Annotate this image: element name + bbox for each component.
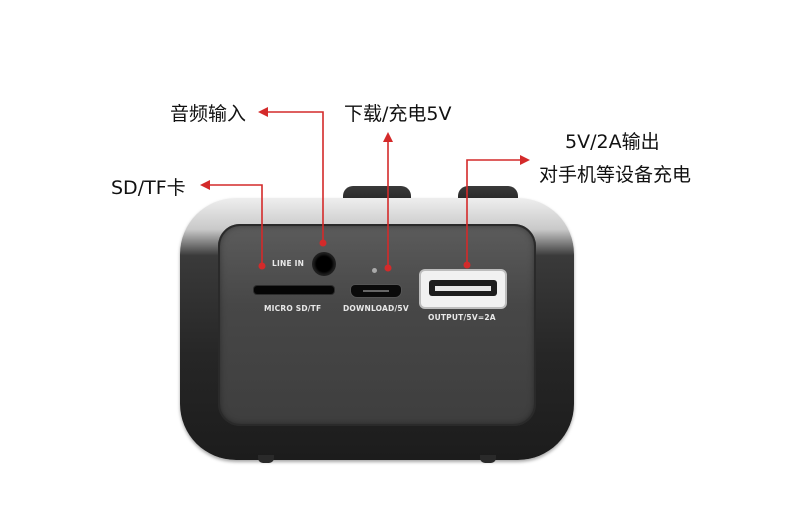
callout-audio-input: 音频输入 xyxy=(170,103,247,125)
output-label: OUTPUT/5V=2A xyxy=(428,313,496,322)
callout-dot-audio xyxy=(319,239,327,247)
download-label: DOWNLOAD/5V xyxy=(343,304,409,313)
callout-dot-output xyxy=(463,261,471,269)
callout-download-charge: 下载/充电5V xyxy=(344,103,452,125)
line-in-jack xyxy=(312,252,336,276)
callout-sd-tf: SD/TF卡 xyxy=(111,177,186,199)
arrowhead-sd xyxy=(200,180,210,190)
arrowhead-download xyxy=(383,132,393,142)
status-led xyxy=(372,268,377,273)
callout-output-line1: 5V/2A输出 xyxy=(565,131,660,153)
callout-line-output xyxy=(466,159,522,265)
micro-sd-slot xyxy=(254,286,334,294)
callout-output-line2: 对手机等设备充电 xyxy=(539,164,692,186)
micro-usb-port xyxy=(351,285,401,297)
device-foot-right xyxy=(480,455,496,463)
callout-line-audio xyxy=(266,111,324,243)
line-in-label: LINE IN xyxy=(272,259,305,268)
usb-a-port xyxy=(421,271,505,307)
arrowhead-audio xyxy=(258,107,268,117)
callout-dot-download xyxy=(384,264,392,272)
callout-dot-sd xyxy=(258,262,266,270)
device-foot-left xyxy=(258,455,274,463)
arrowhead-output xyxy=(520,155,530,165)
micro-sd-label: MICRO SD/TF xyxy=(264,304,322,313)
callout-line-sd xyxy=(208,184,263,266)
rear-panel xyxy=(218,224,536,426)
